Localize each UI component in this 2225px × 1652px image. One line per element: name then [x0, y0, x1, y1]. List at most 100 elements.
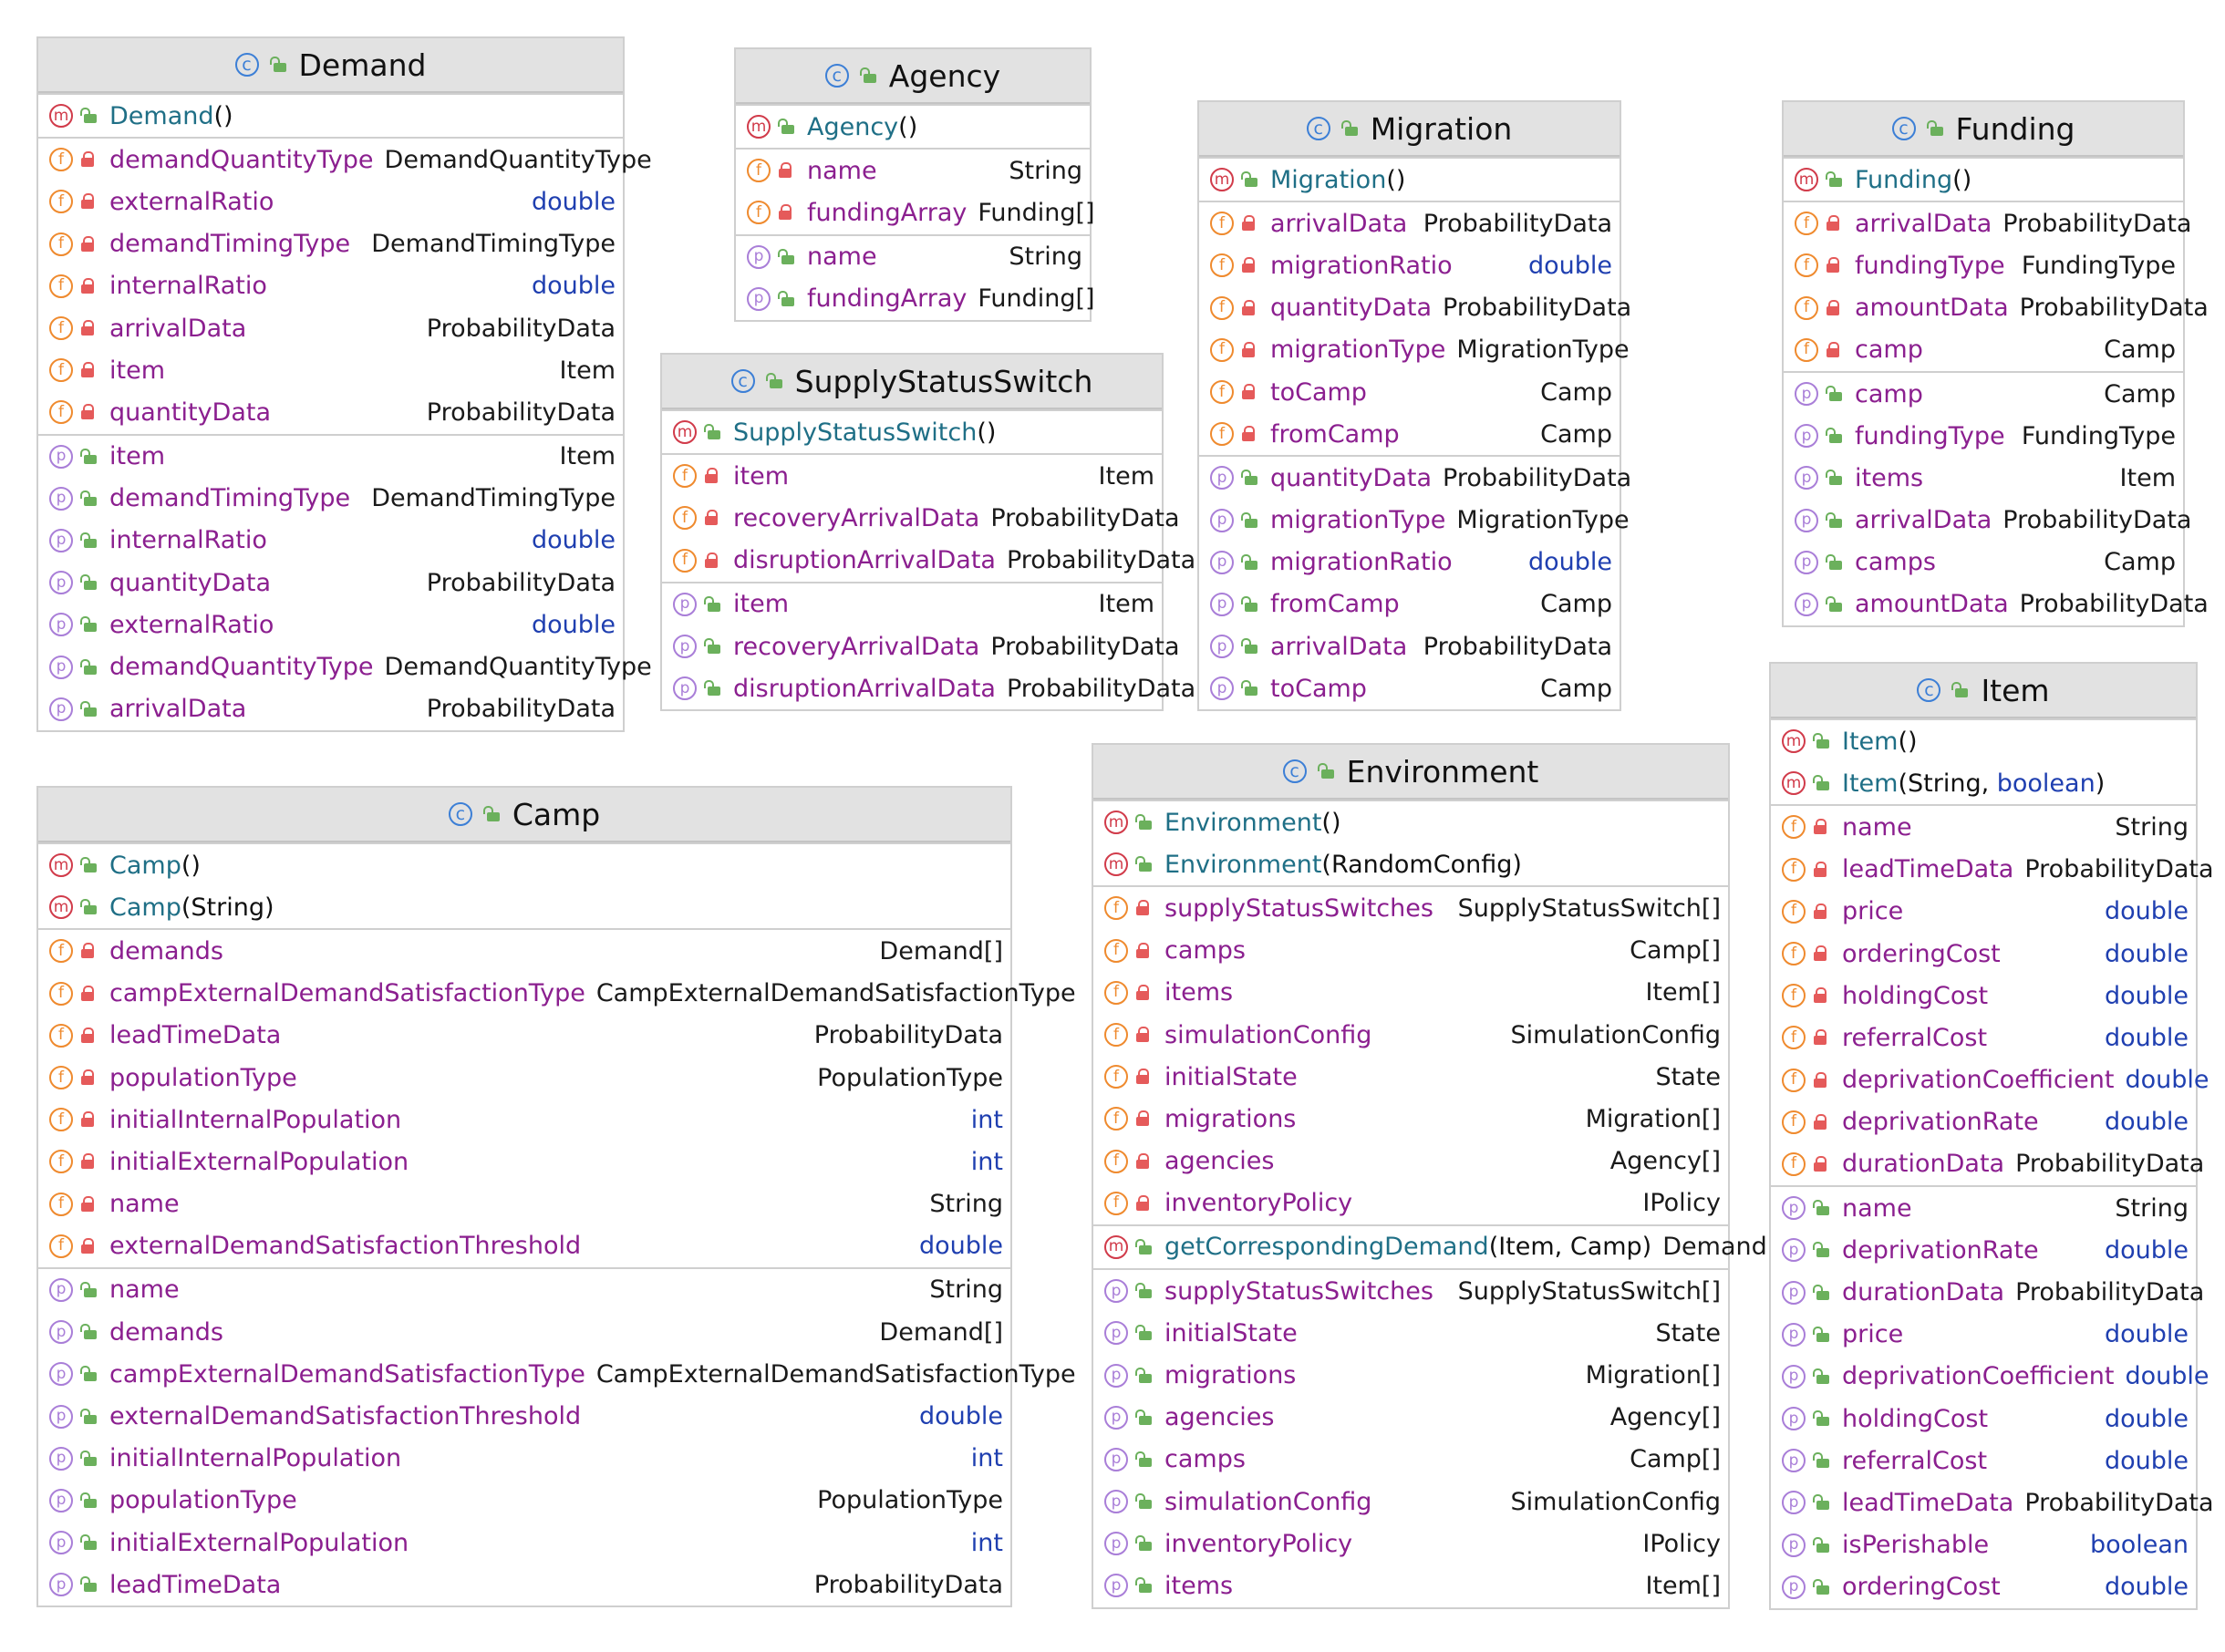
class-header[interactable]: cSupplyStatusSwitch [662, 355, 1162, 409]
method-row[interactable]: mItem() [1771, 720, 2196, 762]
property-row[interactable]: pquantityDataProbabilityData [38, 562, 623, 604]
method-row[interactable]: mEnvironment(RandomConfig) [1093, 843, 1728, 885]
field-row[interactable]: finitialStateState [1093, 1056, 1728, 1098]
field-row[interactable]: finternalRatiodouble [38, 265, 623, 307]
method-row[interactable]: mDemand() [38, 95, 623, 137]
field-row[interactable]: fpopulationTypePopulationType [38, 1057, 1010, 1099]
field-row[interactable]: fexternalDemandSatisfactionThresholddoub… [38, 1225, 1010, 1267]
property-row[interactable]: pdisruptionArrivalDataProbabilityData [662, 667, 1195, 709]
field-row[interactable]: fdemandsDemand[] [38, 930, 1010, 972]
field-row[interactable]: fagenciesAgency[] [1093, 1141, 1728, 1182]
field-row[interactable]: fholdingCostdouble [1771, 975, 2196, 1017]
property-row[interactable]: pinternalRatiodouble [38, 520, 623, 562]
property-row[interactable]: pdeprivationRatedouble [1771, 1229, 2196, 1271]
field-row[interactable]: fquantityDataProbabilityData [1199, 287, 1631, 329]
field-row[interactable]: fdurationDataProbabilityData [1771, 1143, 2204, 1185]
class-box-environment[interactable]: cEnvironmentmEnvironment()mEnvironment(R… [1092, 743, 1767, 1609]
property-row[interactable]: pleadTimeDataProbabilityData [1771, 1482, 2214, 1523]
field-row[interactable]: fleadTimeDataProbabilityData [1771, 849, 2214, 891]
field-row[interactable]: fmigrationsMigration[] [1093, 1098, 1728, 1140]
property-row[interactable]: pitemsItem [1784, 457, 2183, 499]
property-row[interactable]: pitemsItem[] [1093, 1564, 1728, 1606]
field-row[interactable]: fpricedouble [1771, 891, 2196, 933]
property-row[interactable]: pfundingArrayFunding[] [736, 278, 1095, 320]
property-row[interactable]: porderingCostdouble [1771, 1566, 2196, 1608]
class-box-agency[interactable]: cAgencymAgency()fnameStringffundingArray… [734, 47, 1095, 322]
field-row[interactable]: fexternalRatiodouble [38, 181, 623, 222]
field-row[interactable]: fcampsCamp[] [1093, 930, 1728, 972]
field-row[interactable]: ffromCampCamp [1199, 413, 1620, 455]
class-box-item[interactable]: cItemmItem()mItem(String, boolean)fnameS… [1769, 662, 2214, 1610]
property-row[interactable]: pholdingCostdouble [1771, 1398, 2196, 1440]
field-row[interactable]: finitialExternalPopulationint [38, 1141, 1010, 1182]
field-row[interactable]: fitemsItem[] [1093, 972, 1728, 1014]
field-row[interactable]: famountDataProbabilityData [1784, 287, 2209, 329]
field-row[interactable]: finitialInternalPopulationint [38, 1099, 1010, 1141]
field-row[interactable]: ffundingArrayFunding[] [736, 191, 1095, 233]
method-row[interactable]: mEnvironment() [1093, 801, 1728, 843]
property-row[interactable]: pinitialExternalPopulationint [38, 1522, 1010, 1564]
class-box-demand[interactable]: cDemandmDemand()fdemandQuantityTypeDeman… [36, 36, 652, 732]
method-row[interactable]: mMigration() [1199, 159, 1620, 201]
method-row[interactable]: mCamp(String) [38, 886, 1010, 928]
field-row[interactable]: fmigrationTypeMigrationType [1199, 329, 1630, 371]
field-row[interactable]: ffundingTypeFundingType [1784, 244, 2183, 286]
method-row[interactable]: mgetCorrespondingDemand(Item, Camp)Deman… [1093, 1226, 1767, 1268]
field-row[interactable]: fmigrationRatiodouble [1199, 244, 1620, 286]
class-header[interactable]: cItem [1771, 664, 2196, 718]
property-row[interactable]: pinitialStateState [1093, 1312, 1728, 1354]
property-row[interactable]: pamountDataProbabilityData [1784, 583, 2209, 625]
field-row[interactable]: fleadTimeDataProbabilityData [38, 1015, 1010, 1057]
property-row[interactable]: pdeprivationCoefficientdouble [1771, 1356, 2209, 1398]
property-row[interactable]: pfundingTypeFundingType [1784, 415, 2183, 457]
field-row[interactable]: fcampCamp [1784, 329, 2183, 371]
property-row[interactable]: pitemItem [38, 436, 623, 478]
property-row[interactable]: pitemItem [662, 583, 1162, 625]
property-row[interactable]: pmigrationTypeMigrationType [1199, 500, 1630, 542]
field-row[interactable]: fnameString [1771, 806, 2196, 848]
property-row[interactable]: pdurationDataProbabilityData [1771, 1271, 2204, 1313]
property-row[interactable]: pnameString [38, 1269, 1010, 1311]
field-row[interactable]: fdeprivationRatedouble [1771, 1101, 2196, 1143]
method-row[interactable]: mSupplyStatusSwitch() [662, 411, 1162, 453]
field-row[interactable]: fcampExternalDemandSatisfactionTypeCampE… [38, 973, 1076, 1015]
property-row[interactable]: pdemandTimingTypeDemandTimingType [38, 478, 623, 520]
property-row[interactable]: pisPerishableboolean [1771, 1524, 2196, 1566]
class-box-migration[interactable]: cMigrationmMigration()farrivalDataProbab… [1197, 100, 1631, 712]
class-header[interactable]: cCamp [38, 788, 1010, 842]
property-row[interactable]: pcampExternalDemandSatisfactionTypeCampE… [38, 1353, 1076, 1395]
property-row[interactable]: pexternalDemandSatisfactionThresholddoub… [38, 1395, 1010, 1437]
property-row[interactable]: pcampsCamp [1784, 542, 2183, 583]
property-row[interactable]: parrivalDataProbabilityData [1784, 500, 2191, 542]
method-row[interactable]: mCamp() [38, 844, 1010, 886]
property-row[interactable]: pdemandsDemand[] [38, 1311, 1010, 1353]
property-row[interactable]: pexternalRatiodouble [38, 604, 623, 645]
property-row[interactable]: pcampCamp [1784, 373, 2183, 415]
field-row[interactable]: finventoryPolicyIPolicy [1093, 1182, 1728, 1224]
field-row[interactable]: farrivalDataProbabilityData [38, 307, 623, 349]
property-row[interactable]: pfromCampCamp [1199, 583, 1620, 625]
field-row[interactable]: forderingCostdouble [1771, 933, 2196, 975]
field-row[interactable]: ftoCampCamp [1199, 371, 1620, 413]
property-row[interactable]: parrivalDataProbabilityData [38, 688, 623, 730]
field-row[interactable]: fnameString [38, 1183, 1010, 1225]
property-row[interactable]: ptoCampCamp [1199, 667, 1620, 709]
property-row[interactable]: pagenciesAgency[] [1093, 1397, 1728, 1439]
method-row[interactable]: mAgency() [736, 106, 1090, 148]
property-row[interactable]: pnameString [736, 236, 1090, 278]
property-row[interactable]: psupplyStatusSwitchesSupplyStatusSwitch[… [1093, 1270, 1728, 1312]
class-box-supply[interactable]: cSupplyStatusSwitchmSupplyStatusSwitch()… [660, 353, 1195, 712]
property-row[interactable]: pinitialInternalPopulationint [38, 1438, 1010, 1480]
field-row[interactable]: fitemItem [38, 349, 623, 391]
class-box-funding[interactable]: cFundingmFunding()farrivalDataProbabilit… [1782, 100, 2209, 628]
property-row[interactable]: pmigrationsMigration[] [1093, 1354, 1728, 1396]
property-row[interactable]: pdemandQuantityTypeDemandQuantityType [38, 645, 652, 687]
property-row[interactable]: pinventoryPolicyIPolicy [1093, 1523, 1728, 1564]
field-row[interactable]: fdemandTimingTypeDemandTimingType [38, 223, 623, 265]
field-row[interactable]: fitemItem [662, 455, 1162, 497]
method-row[interactable]: mFunding() [1784, 159, 2183, 201]
field-row[interactable]: fsimulationConfigSimulationConfig [1093, 1014, 1728, 1056]
field-row[interactable]: fdemandQuantityTypeDemandQuantityType [38, 139, 652, 181]
field-row[interactable]: fdisruptionArrivalDataProbabilityData [662, 540, 1195, 582]
field-row[interactable]: freferralCostdouble [1771, 1017, 2196, 1058]
